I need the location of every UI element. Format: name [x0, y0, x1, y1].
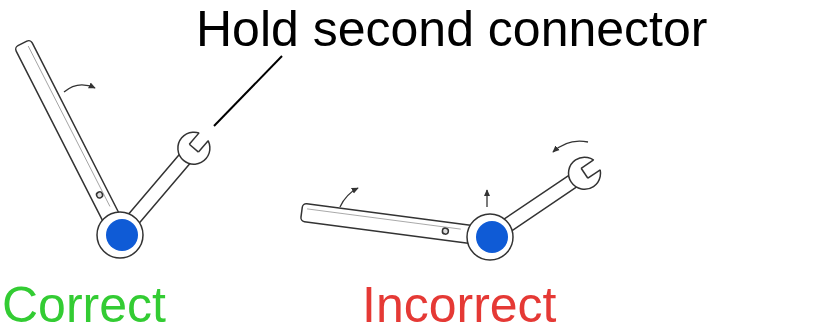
status-label: Incorrect: [362, 280, 557, 330]
ratchet-head: [97, 212, 143, 258]
ratchet-head: [467, 214, 513, 260]
rotation-arrow: [553, 141, 588, 152]
status-label: Correct: [2, 280, 166, 330]
leader-line: [214, 56, 282, 126]
rotation-arrow: [340, 188, 358, 207]
rotation-arrow: [64, 85, 95, 92]
rotation-arrow: [486, 190, 487, 207]
ratchet-wrench: [14, 39, 121, 225]
ratchet-wrench: [300, 203, 476, 244]
callout-text: Hold second connector: [196, 4, 707, 54]
